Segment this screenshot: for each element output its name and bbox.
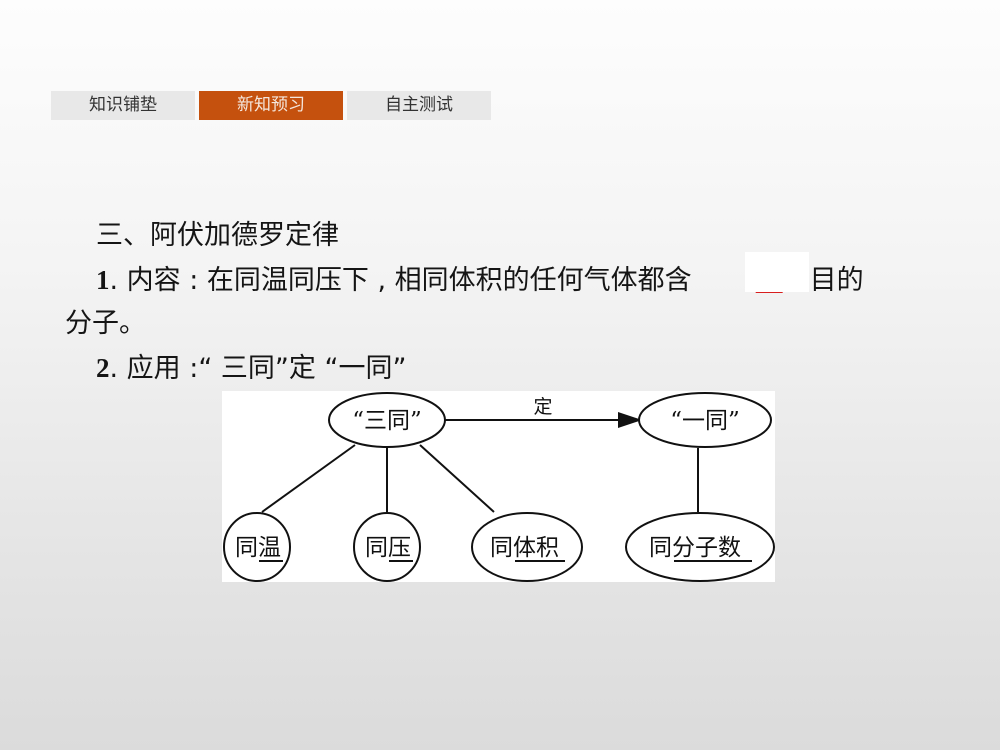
- item-2-label: . 应用 :“ 三同”定 “一同”: [109, 353, 407, 384]
- answer-cover-box[interactable]: [745, 252, 809, 292]
- node-one-same: [638, 392, 772, 448]
- bottom-node-label: 同压: [365, 535, 411, 561]
- bottom-node-label: 同分子数: [649, 535, 741, 561]
- tab-new-knowledge-preview[interactable]: 新知预习: [199, 91, 343, 120]
- arrow-label: 定: [533, 396, 552, 418]
- item-2-number: 2: [96, 353, 110, 383]
- top-right-node-label: “一同”: [670, 408, 740, 434]
- node-same-volume: [471, 512, 583, 582]
- item-2-text: 2. 应用 :“ 三同”定 “一同”: [96, 346, 406, 391]
- connector-line: [419, 444, 495, 513]
- node-same-temperature: [223, 512, 291, 582]
- item-1-number: 1: [96, 265, 110, 295]
- node-same-molecule-count: [625, 512, 775, 582]
- node-same-pressure: [353, 512, 421, 582]
- item-1-label: . 内容 : 在同温同压下 , 相同体积的任何气体都含: [109, 265, 692, 296]
- connector-line: [261, 444, 356, 513]
- top-left-node-label: “三同”: [352, 408, 422, 434]
- node-three-same: [328, 392, 446, 448]
- avogadro-diagram: “三同” “一同” 定 同温 同压 同体积 同分子数: [222, 391, 775, 582]
- bottom-node-label: 同温: [235, 535, 281, 561]
- tab-knowledge-foundation[interactable]: 知识铺垫: [51, 91, 195, 120]
- section-heading: 三、阿伏加德罗定律: [96, 220, 339, 251]
- tab-self-test[interactable]: 自主测试: [347, 91, 491, 120]
- bottom-node-label: 同体积: [490, 535, 559, 561]
- section-tabs: 知识铺垫 新知预习 自主测试: [51, 91, 491, 120]
- diagram-graphic: “三同” “一同” 定 同温 同压 同体积 同分子数: [223, 392, 775, 582]
- item-1-continuation: 分子。: [65, 308, 146, 339]
